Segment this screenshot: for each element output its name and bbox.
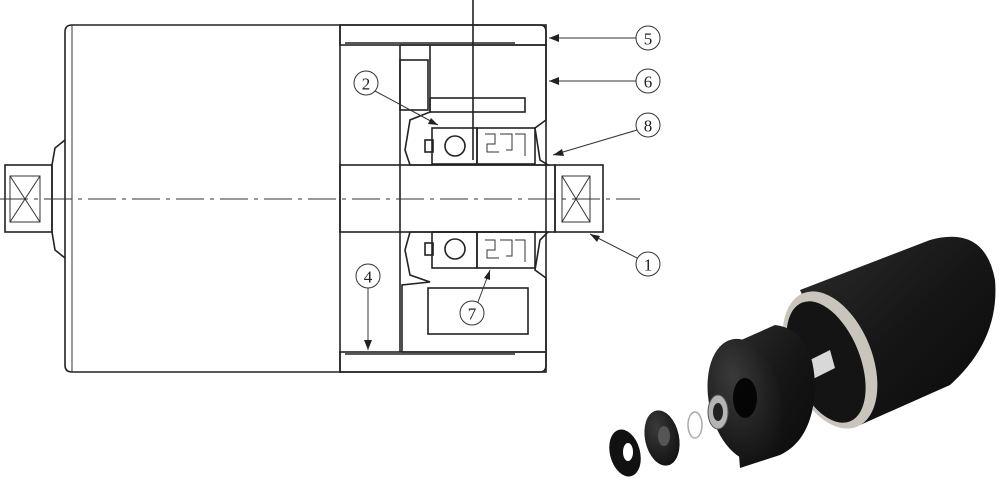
callout-label: 6 [644,73,653,92]
callout-label: 4 [364,268,373,287]
bearing-top [424,127,536,165]
section-view [339,0,551,373]
callout-label: 7 [468,305,477,324]
callout-label: 2 [362,75,371,94]
callout-1: 1 [589,233,661,277]
callout-2: 2 [353,70,439,126]
bearing-bottom [424,231,536,269]
callout-7: 7 [459,269,491,326]
callout-label: 1 [644,256,653,275]
callout-label: 8 [644,117,653,136]
callout-5: 5 [549,25,661,51]
callout-4: 4 [355,263,381,350]
callout-label: 5 [644,30,653,49]
callout-8: 8 [552,112,661,156]
shaft [0,164,640,233]
callout-6: 6 [549,68,661,94]
exploded-3d-render [609,236,996,477]
